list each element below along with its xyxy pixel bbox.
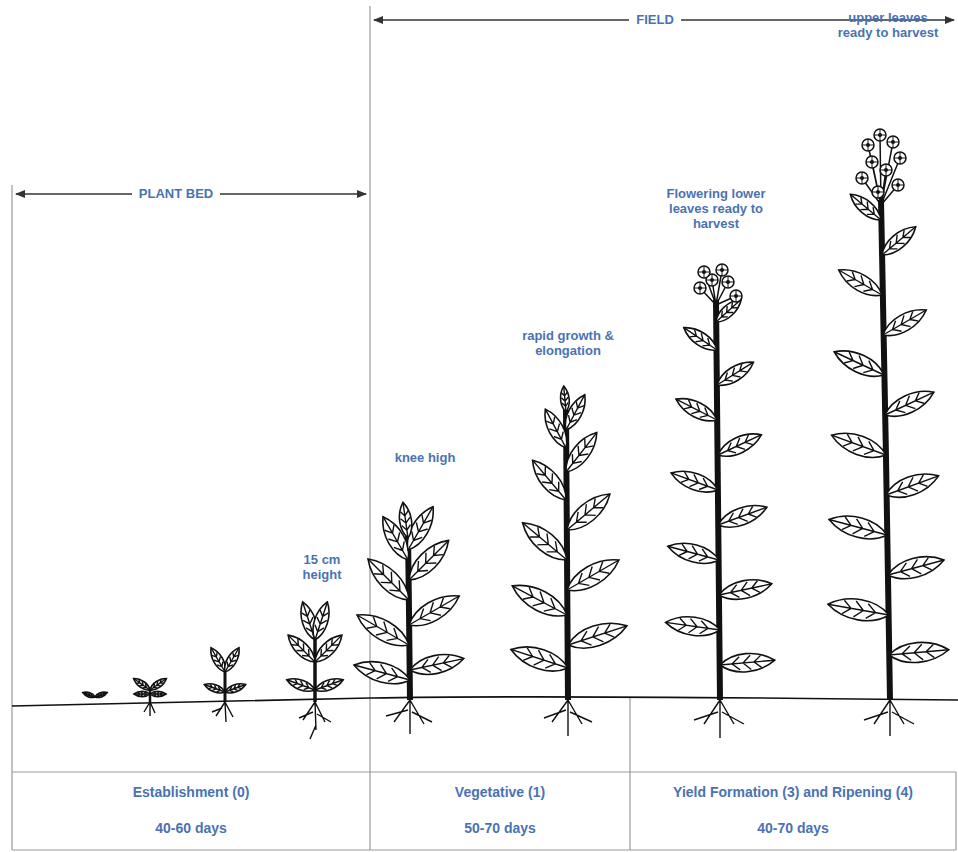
- ground-line: [12, 697, 958, 706]
- stage-name: Establishment (0): [133, 784, 250, 801]
- stage-note: knee high: [395, 450, 456, 465]
- roots: [144, 700, 914, 739]
- stage-name: Yield Formation (3) and Ripening (4): [673, 784, 913, 801]
- duration: 40-60 days: [155, 820, 227, 837]
- duration: 40-70 days: [757, 820, 829, 837]
- stage-note: 15 cm height: [295, 552, 349, 582]
- range-label: PLANT BED: [132, 186, 220, 201]
- knee-high-plant: [351, 502, 465, 700]
- stage-note: Flowering lower leaves ready to harvest: [660, 186, 772, 231]
- ripening-plant: [826, 129, 949, 700]
- range-arrows: [16, 20, 954, 194]
- flowering-plant: [664, 264, 775, 700]
- range-label: FIELD: [629, 12, 681, 27]
- duration: 50-70 days: [464, 820, 536, 837]
- stage-note: rapid growth & elongation: [512, 328, 624, 358]
- stage-name: Vegetative (1): [455, 784, 545, 801]
- seedlings: [82, 600, 346, 702]
- stage-note: upper leaves ready to harvest: [832, 10, 944, 40]
- elongating-plant: [507, 386, 630, 700]
- grid-lines: [12, 6, 956, 850]
